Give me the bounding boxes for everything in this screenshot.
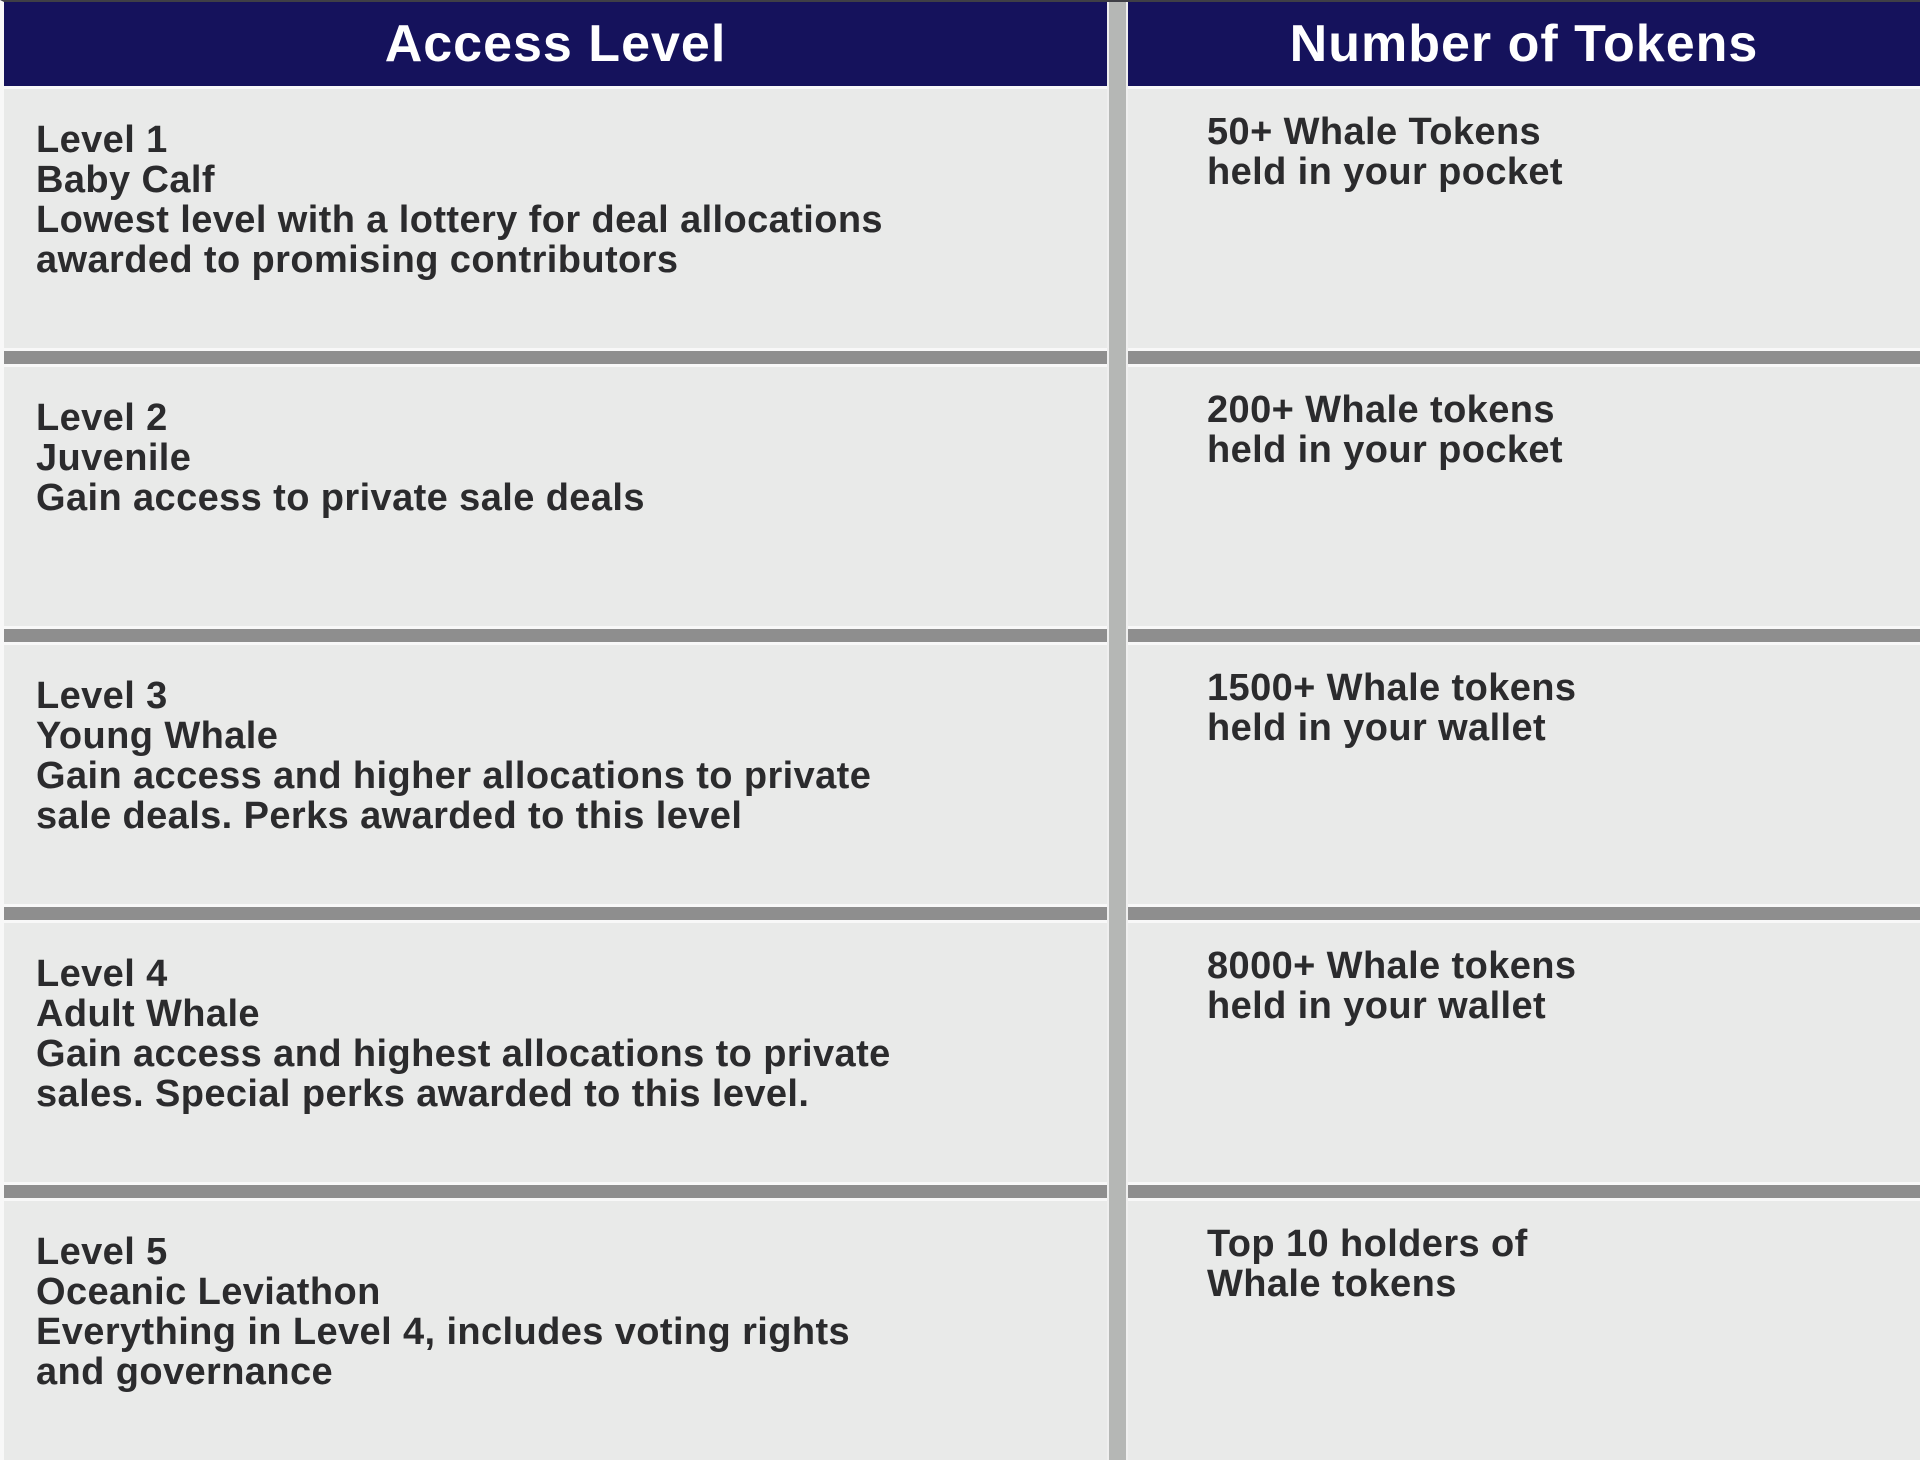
row-divider <box>4 626 1920 645</box>
table-row-level-4: Level 4 Adult Whale Gain access and high… <box>4 923 1920 1182</box>
access-level-cell: Level 3 Young Whale Gain access and high… <box>4 645 1107 904</box>
row-divider <box>4 904 1920 923</box>
level-description: Everything in Level 4, includes voting r… <box>36 1311 851 1393</box>
level-label: Level 4 <box>36 953 168 995</box>
row-divider <box>4 1182 1920 1201</box>
level-description: Gain access and highest allocations to p… <box>36 1033 891 1115</box>
token-requirement: 8000+ Whale tokens held in your wallet <box>1207 945 1577 1027</box>
column-header-number-of-tokens: Number of Tokens <box>1128 2 1920 86</box>
token-requirement: 50+ Whale Tokens held in your pocket <box>1207 111 1563 193</box>
table-header-row: Access Level Number of Tokens <box>4 2 1920 89</box>
tier-name: Juvenile <box>36 437 192 479</box>
column-header-access-level: Access Level <box>4 2 1107 86</box>
column-header-number-of-tokens-label: Number of Tokens <box>1289 15 1759 73</box>
level-label: Level 5 <box>36 1231 168 1273</box>
token-requirement-cell: 200+ Whale tokens held in your pocket <box>1128 367 1920 626</box>
table-row-level-1: Level 1 Baby Calf Lowest level with a lo… <box>4 89 1920 348</box>
token-requirement-cell: 1500+ Whale tokens held in your wallet <box>1128 645 1920 904</box>
token-requirement-cell: Top 10 holders of Whale tokens <box>1128 1201 1920 1460</box>
tier-name: Baby Calf <box>36 159 215 201</box>
tier-name: Oceanic Leviathon <box>36 1271 381 1313</box>
access-level-cell: Level 2 Juvenile Gain access to private … <box>4 367 1107 626</box>
access-level-cell: Level 5 Oceanic Leviathon Everything in … <box>4 1201 1107 1460</box>
tier-name: Adult Whale <box>36 993 260 1035</box>
token-requirement: 200+ Whale tokens held in your pocket <box>1207 389 1563 471</box>
level-description: Lowest level with a lottery for deal all… <box>36 199 883 281</box>
token-requirement-cell: 50+ Whale Tokens held in your pocket <box>1128 89 1920 348</box>
table-row-level-2: Level 2 Juvenile Gain access to private … <box>4 367 1920 626</box>
tier-name: Young Whale <box>36 715 279 757</box>
column-divider <box>1107 2 1128 1460</box>
token-requirement: 1500+ Whale tokens held in your wallet <box>1207 667 1577 749</box>
level-label: Level 3 <box>36 675 168 717</box>
row-divider <box>4 348 1920 367</box>
access-level-cell: Level 1 Baby Calf Lowest level with a lo… <box>4 89 1107 348</box>
access-level-cell: Level 4 Adult Whale Gain access and high… <box>4 923 1107 1182</box>
column-header-access-level-label: Access Level <box>384 15 727 73</box>
level-label: Level 1 <box>36 119 168 161</box>
table-row-level-5: Level 5 Oceanic Leviathon Everything in … <box>4 1201 1920 1460</box>
token-requirement-cell: 8000+ Whale tokens held in your wallet <box>1128 923 1920 1182</box>
table-row-level-3: Level 3 Young Whale Gain access and high… <box>4 645 1920 904</box>
token-requirement: Top 10 holders of Whale tokens <box>1207 1223 1528 1305</box>
level-label: Level 2 <box>36 397 168 439</box>
level-description: Gain access and higher allocations to pr… <box>36 755 872 837</box>
level-description: Gain access to private sale deals <box>36 477 645 519</box>
